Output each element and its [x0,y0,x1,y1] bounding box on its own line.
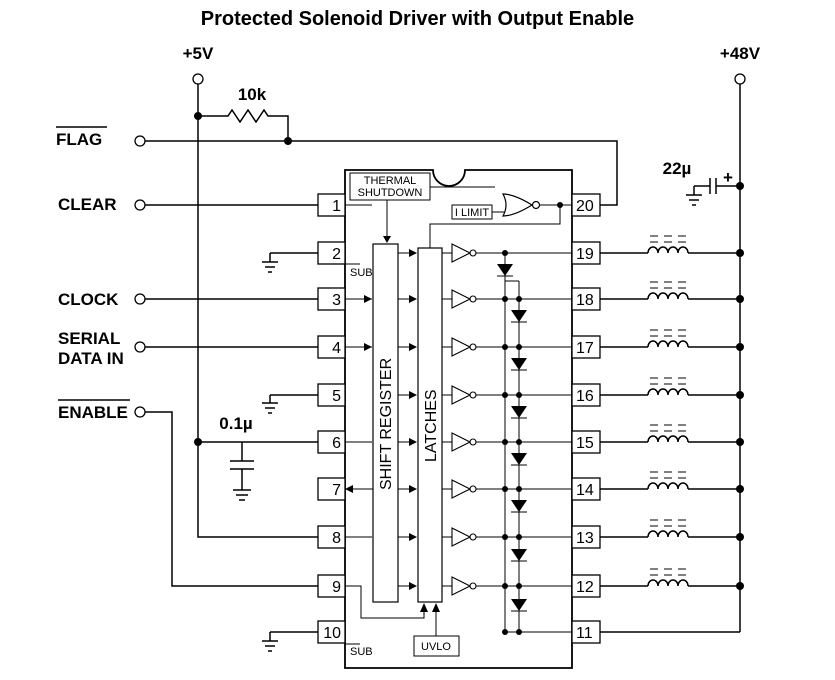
pin-4-label: 4 [332,340,341,357]
buffer-triangle [451,385,472,405]
pin-12-label: 12 [576,579,594,596]
pin-14-label: 14 [576,482,594,499]
solenoid-coil [600,424,744,446]
thermal-arrow [383,236,391,243]
enable-wire [145,411,318,587]
solenoid-coil [600,329,744,351]
flag-terminal [134,135,146,147]
enable-terminal [134,406,146,418]
buffer-triangle [451,243,472,263]
pin-6-label: 6 [332,435,341,452]
sub-label-bottom: SUB [350,646,373,658]
enable-arrow [420,603,428,612]
output-channel [398,479,572,499]
serial-label-line2: DATA IN [58,349,124,368]
pin-20-label: 20 [576,198,594,215]
capacitor-bulk [686,178,744,206]
pin-1-label: 1 [332,198,341,215]
ground-pin5 [262,394,318,414]
pin-11-label: 11 [576,625,593,642]
latches-block [417,247,443,603]
ic-body [344,169,573,669]
output-channel [398,527,572,547]
buffer-triangle [451,337,472,357]
clear-terminal [134,199,146,211]
output-channel [398,289,572,309]
input-arrow [364,343,372,351]
buffer-triangle [451,289,472,309]
solenoid-coil [600,281,744,303]
buffer-triangle [451,479,472,499]
output-channel [398,432,572,452]
pin-2-box [317,241,346,265]
pin-18-label: 18 [576,292,594,309]
supply-5v-label: +5V [183,44,214,63]
supply-48v-label: +48V [720,44,761,63]
uvlo-arrow [432,603,440,612]
pin-17-label: 17 [576,340,594,357]
output-channel [398,385,572,405]
pin-5-box [317,383,346,407]
flag-wire [145,140,618,206]
pin-16-label: 16 [576,388,594,405]
output-channel [398,576,572,596]
solenoid-coil [600,235,744,257]
pin-5-label: 5 [332,388,341,405]
clear-label: CLEAR [58,195,117,214]
pin-3-label: 3 [332,292,341,309]
input-arrow [364,295,372,303]
supply-5v-terminal [192,73,204,85]
buffer-triangle [451,432,472,452]
pin-10-box [317,620,346,644]
enable-internal-wire [345,585,425,619]
serial-label-line1: SERIAL [58,329,120,348]
buffer-triangle [451,527,472,547]
enable-label: ENABLE [58,403,128,422]
serial-terminal [134,341,146,353]
pin-9-label: 9 [332,579,341,596]
solenoid-coil [600,471,744,493]
thermal-label-line2: SHUTDOWN [358,187,423,199]
resistor-label: 10k [238,85,267,104]
pin7-arrow [345,485,353,493]
pin-8-label: 8 [332,530,341,547]
solenoid-coil [600,377,744,399]
cap-bulk-polarity: + [723,168,733,187]
cap-bulk-label: 22µ [663,159,692,178]
solenoid-coil [600,519,744,541]
flag-label: FLAG [56,130,102,149]
ground-pin10 [262,631,318,652]
nor-gate [429,193,572,248]
shift-register-block [372,243,399,603]
pin-19-label: 19 [576,246,594,263]
pin-13-label: 13 [576,530,594,547]
ground-pin2 [262,252,318,273]
shift-register-label: SHIFT REGISTER [378,358,395,490]
clock-terminal [134,293,146,305]
clock-label: CLOCK [58,290,119,309]
capacitor-small [230,442,254,501]
supply-48v-terminal [734,73,746,85]
buffer-triangle [451,576,472,596]
output-channel [398,337,572,357]
uvlo-label: UVLO [421,641,451,653]
latches-label: LATCHES [423,389,440,462]
thermal-label-line1: THERMAL [364,175,417,187]
cap-small-label: 0.1µ [219,414,252,433]
ilimit-label: I LIMIT [455,207,490,219]
solenoid-coil [600,568,744,590]
clamp-diodes [497,250,572,635]
pin-15-label: 15 [576,435,594,452]
pin-7-label: 7 [332,482,341,499]
thermal-shutdown-box [349,172,431,201]
output-channel [398,243,572,263]
resistor-10k [198,108,292,145]
page-title: Protected Solenoid Driver with Output En… [200,8,635,30]
pin-2-label: 2 [332,246,341,263]
sub-label-top: SUB [350,267,373,279]
pin-10-label: 10 [323,625,341,642]
